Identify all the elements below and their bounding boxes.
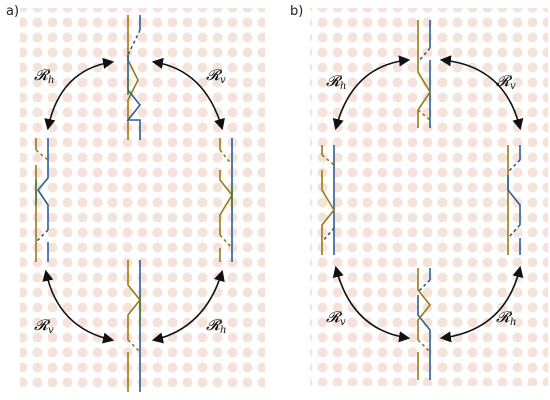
strand-gold [127,15,139,140]
panel-a: 𝓡h 𝓡v 𝓡v 𝓡h [34,15,233,392]
operator-label-b-top-right: 𝓡v [496,72,516,92]
arrow-a-bottom-right [151,269,225,344]
arrow-b-bottom-left [332,265,411,343]
operator-label-b-top-left: 𝓡h [326,72,346,92]
arrow-a-top-left [44,57,115,131]
strand-gold-dashed [219,234,233,249]
strand-blue-dashed [507,159,521,173]
strand-blue-dashed [127,29,141,56]
panel-label-b: b) [290,4,304,19]
strand-pair-a-top [126,15,142,140]
arrow-a-bottom-left [42,269,115,344]
operator-label-b-bottom-right: 𝓡h [496,308,516,328]
strand-blue [417,295,431,380]
strand-gold-dashed [417,109,431,121]
strand-gold [417,20,431,128]
strand-blue [37,138,49,230]
arrow-b-bottom-right [439,265,524,343]
strand-gold-dashed [417,339,431,353]
operator-label-b-bottom-left: 𝓡v [326,308,346,328]
panel-label-a: a) [6,4,20,19]
arrow-a-top-right [151,57,225,131]
strand-gold-dashed [35,149,49,161]
strand-gold [417,268,432,340]
strand-pair-b-top [417,20,431,128]
operator-label-a-bottom-left: 𝓡v [34,316,54,336]
strand-gold-dashed [321,154,335,166]
operator-label-a-top-right: 𝓡v [206,66,226,86]
strand-blue-dashed [35,229,49,243]
strand-pair-a-right [219,138,233,262]
strand-pair-b-right [507,145,521,255]
strand-pair-a-bottom [127,260,142,392]
strand-gold [321,170,335,240]
strand-pair-a-left [35,138,49,262]
strand-pair-b-bottom [417,268,432,380]
operator-label-a-top-left: 𝓡h [34,66,54,86]
strand-gold-dashed [127,339,141,353]
strand-blue-dashed [507,224,521,239]
operator-label-a-bottom-right: 𝓡h [206,316,226,336]
strand-blue-dashed [417,279,431,293]
arrow-b-top-left [332,55,411,131]
strand-pair-b-left [321,145,335,255]
arrow-b-top-right [439,55,524,131]
strand-blue [507,175,521,225]
panel-b: 𝓡h 𝓡v 𝓡v 𝓡h [321,20,524,380]
